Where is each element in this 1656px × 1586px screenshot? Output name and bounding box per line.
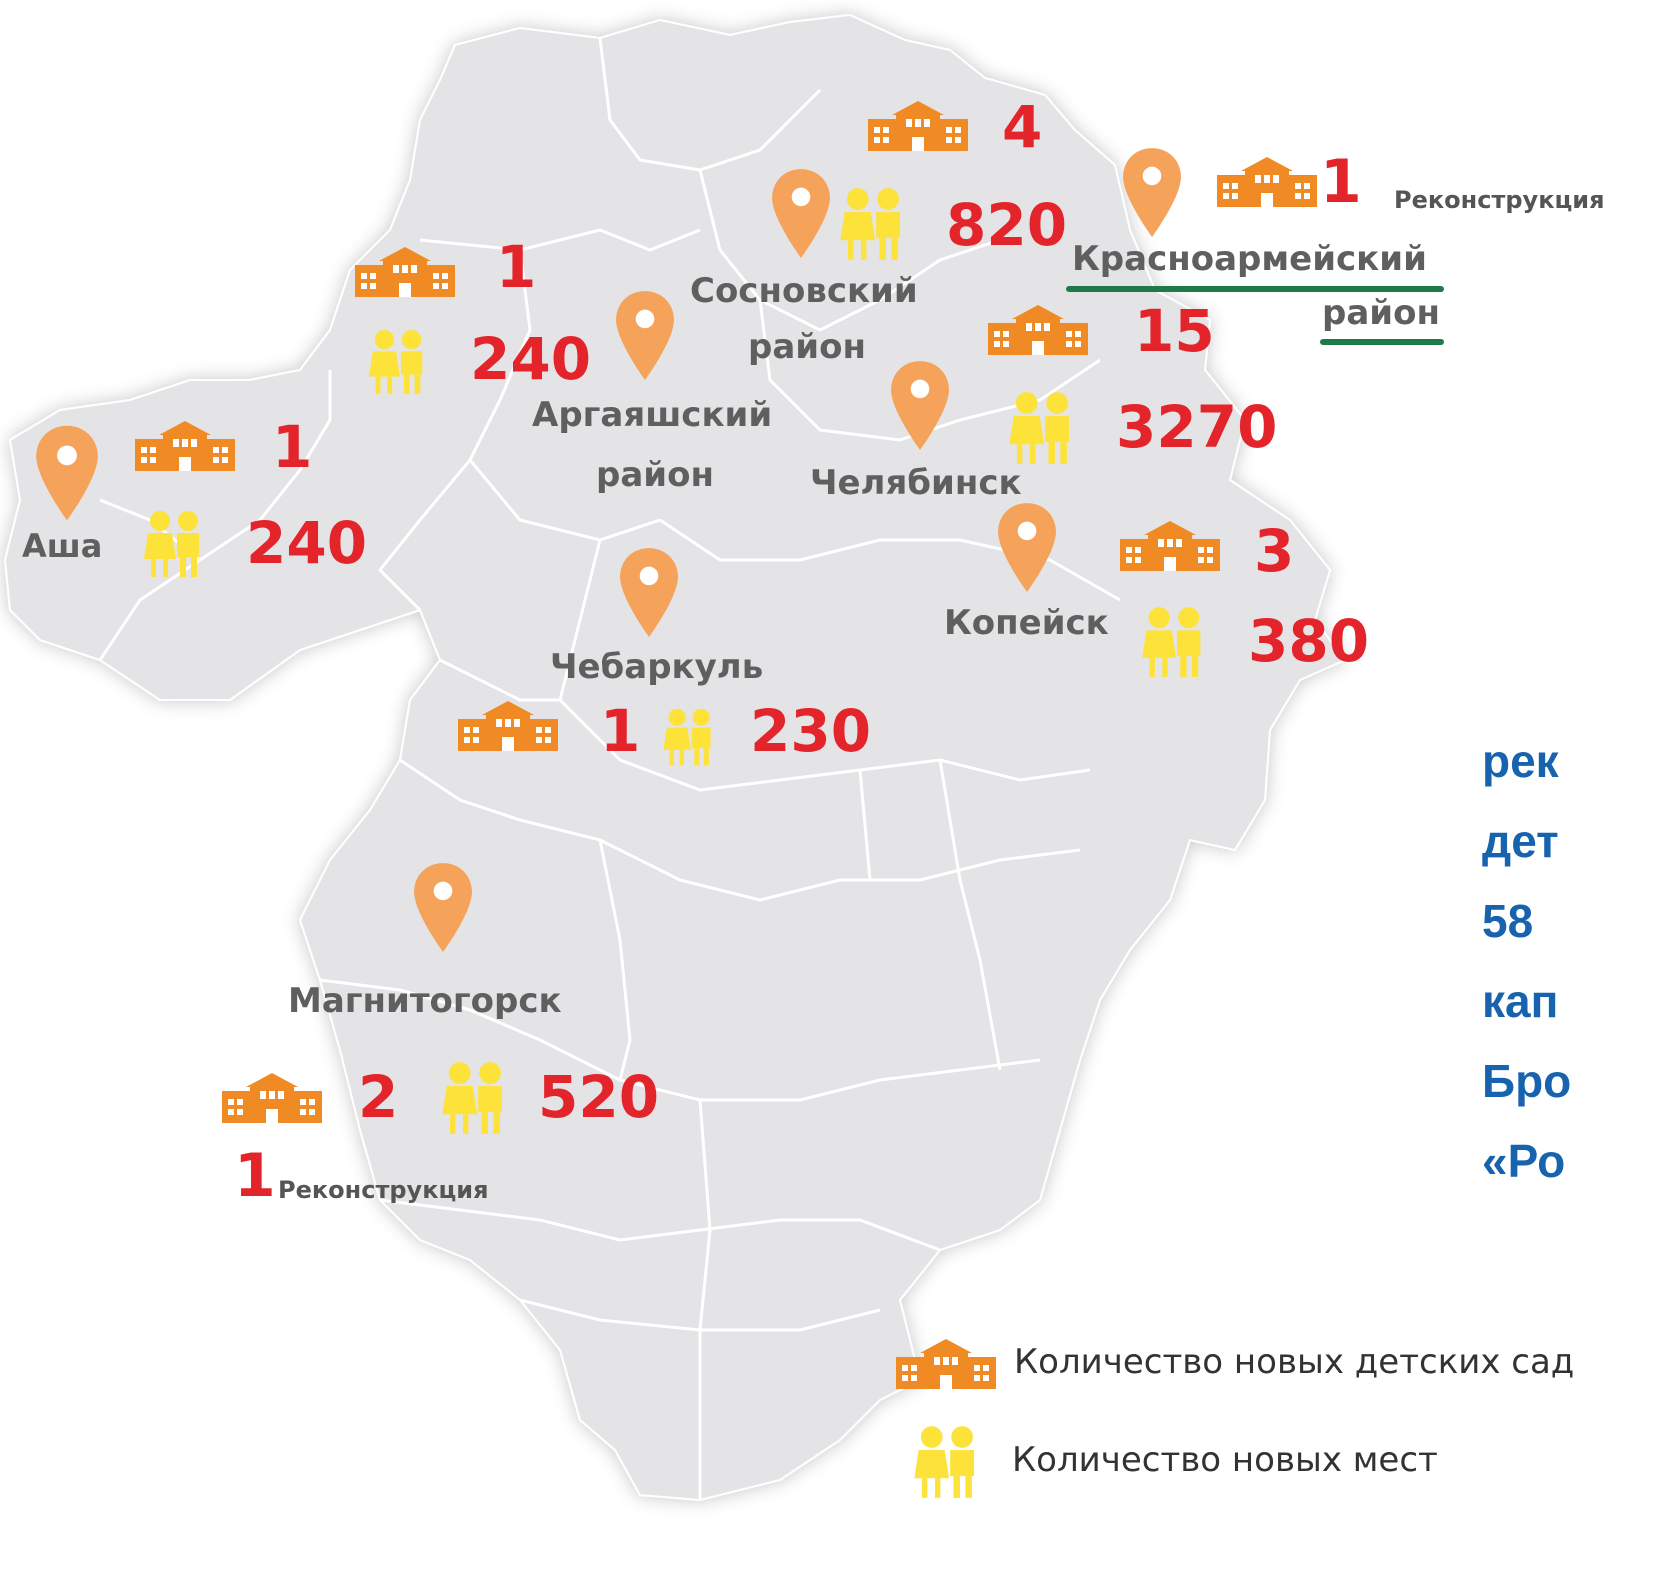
asha-kindergartens-count: 1 — [272, 413, 313, 481]
sosnovsky-places-count: 820 — [946, 191, 1068, 259]
location-pin-icon — [618, 545, 680, 640]
location-pin-icon — [34, 423, 100, 523]
side-text-line-5: Бро — [1482, 1055, 1572, 1107]
place-label-krasnoarmeisky: Красноармейский — [1072, 239, 1427, 279]
side-text-line-1: рек — [1482, 735, 1559, 787]
magnitogorsk-reconstruction-count: 1 — [234, 1141, 276, 1211]
place-label-kopeisk: Копейск — [944, 603, 1109, 643]
kindergarten-building-icon — [1217, 147, 1317, 217]
side-text-line-4: кап — [1482, 975, 1559, 1027]
children-icon — [836, 186, 912, 262]
side-text-line-2: дет — [1482, 815, 1559, 867]
kopeisk-kindergartens-count: 3 — [1254, 517, 1295, 585]
oblast-shape — [3, 13, 1347, 1502]
location-pin-icon — [1121, 145, 1183, 240]
kindergarten-building-icon — [868, 90, 968, 162]
chebarkul-places-count: 230 — [750, 697, 872, 765]
place-label-argayashsky: Аргаяшский — [532, 395, 773, 435]
children-icon — [438, 1058, 514, 1138]
location-pin-icon — [996, 500, 1058, 595]
side-text-line-3: 58 — [1482, 895, 1534, 947]
krasnoarmeisky-places-count: 3270 — [1116, 393, 1278, 461]
argayashsky-kindergartens-count: 1 — [496, 233, 537, 301]
legend-children-icon — [910, 1422, 986, 1502]
place-label-sosnovsky: Сосновский — [690, 271, 918, 311]
legend-building-icon — [896, 1328, 996, 1400]
side-text-line-6: «Ро — [1482, 1135, 1566, 1187]
place-label-magnitogorsk: Магнитогорск — [288, 981, 562, 1021]
kindergarten-building-icon — [222, 1062, 322, 1134]
asha-places-count: 240 — [246, 509, 368, 577]
place-label-chebarkul: Чебаркуль — [550, 647, 764, 687]
chebarkul-kindergartens-count: 1 — [600, 697, 641, 765]
kopeisk-places-count: 380 — [1248, 607, 1370, 675]
legend-places-label: Количество новых мест — [1012, 1440, 1438, 1480]
legend-kindergartens-label: Количество новых детских сад — [1014, 1342, 1575, 1382]
krasnoarmeisky-underline-2 — [1320, 339, 1444, 345]
kindergarten-building-icon — [355, 236, 455, 308]
magnitogorsk-kindergartens-count: 2 — [358, 1063, 399, 1131]
place-label-krasnoarmeisky-district: район — [1322, 293, 1440, 333]
sosnovsky-kindergartens-count: 4 — [1002, 93, 1043, 161]
district-borders — [98, 37, 1121, 1500]
children-icon — [1005, 390, 1081, 466]
children-icon — [140, 506, 210, 582]
krasnoarmeisky-reconstruction-label: Реконструкция — [1394, 186, 1605, 214]
argayashsky-places-count: 240 — [470, 325, 592, 393]
kindergarten-building-icon — [1120, 510, 1220, 582]
krasnoarmeisky-kindergartens-count: 15 — [1134, 297, 1215, 365]
kindergarten-building-icon — [135, 410, 235, 482]
location-pin-icon — [614, 288, 676, 383]
location-pin-icon — [889, 358, 951, 453]
magnitogorsk-places-count: 520 — [538, 1063, 660, 1131]
children-icon — [660, 706, 720, 768]
magnitogorsk-reconstruction-label: Реконструкция — [278, 1176, 489, 1204]
location-pin-icon — [770, 166, 832, 261]
children-icon — [365, 324, 433, 400]
place-label-asha: Аша — [22, 527, 103, 565]
place-label-argayashsky-district: район — [596, 455, 714, 495]
krasnoarmeisky-underline — [1066, 286, 1444, 292]
kindergarten-building-icon — [988, 294, 1088, 366]
krasnoarmeisky-reconstruction-count: 1 — [1320, 147, 1362, 217]
place-label-chelyabinsk: Челябинск — [810, 463, 1022, 503]
children-icon — [1138, 604, 1212, 680]
place-label-sosnovsky-district: район — [748, 327, 866, 367]
location-pin-icon — [412, 860, 474, 955]
kindergarten-building-icon — [458, 690, 558, 762]
